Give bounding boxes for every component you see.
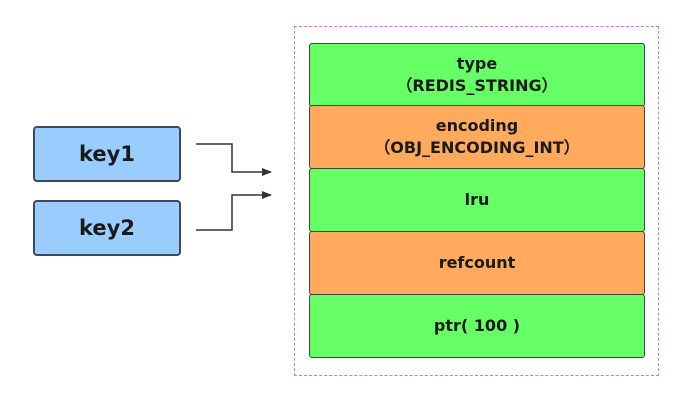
key2-node: key2 bbox=[33, 200, 181, 256]
field-refcount: refcount bbox=[309, 231, 645, 295]
key2-label: key2 bbox=[79, 216, 135, 240]
key2-arrow bbox=[196, 191, 272, 231]
field-encoding-value: （OBJ_ENCODING_INT） bbox=[374, 138, 580, 157]
field-type-name: type bbox=[456, 54, 498, 73]
redis-object-frame bbox=[294, 26, 659, 376]
field-refcount-name: refcount bbox=[438, 253, 516, 272]
field-type: type （REDIS_STRING） bbox=[309, 43, 645, 107]
field-encoding: encoding （OBJ_ENCODING_INT） bbox=[309, 105, 645, 169]
field-lru-name: lru bbox=[464, 190, 490, 209]
field-encoding-name: encoding bbox=[435, 116, 519, 135]
key1-node: key1 bbox=[33, 126, 181, 182]
field-type-value: （REDIS_STRING） bbox=[396, 76, 558, 95]
field-lru: lru bbox=[309, 168, 645, 232]
key1-arrow bbox=[196, 143, 272, 176]
field-ptr: ptr( 100 ) bbox=[309, 294, 645, 358]
field-ptr-name: ptr( 100 ) bbox=[433, 316, 521, 335]
key1-label: key1 bbox=[79, 142, 135, 166]
